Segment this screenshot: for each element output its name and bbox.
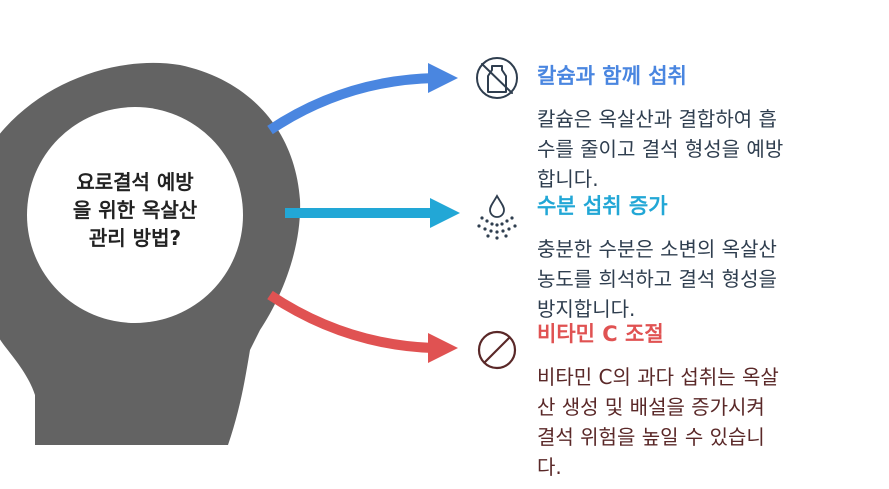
item-title: 칼슘과 함께 섭취 — [537, 64, 687, 88]
desc-line: 농도를 희석하고 결석 형성을 — [537, 267, 777, 291]
arrow-water — [285, 198, 460, 228]
item-calcium: 칼슘과 함께 섭취 칼슘은 옥살산과 결합하여 흡 수를 줄이고 결석 형성을 … — [537, 62, 857, 194]
item-vitamin-c: 비타민 C 조절 비타민 C의 과다 섭취는 옥살 산 생성 및 배설을 증가시… — [537, 320, 857, 482]
desc-line: 합니다. — [537, 167, 599, 191]
item-title: 비타민 C 조절 — [537, 322, 664, 346]
desc-line: 비타민 C의 과다 섭취는 옥살 — [537, 365, 779, 389]
arrow-calcium — [267, 63, 458, 135]
item-water: 수분 섭취 증가 충분한 수분은 소변의 옥살산 농도를 희석하고 결석 형성을… — [537, 192, 857, 324]
water-drop-icon — [477, 194, 517, 240]
desc-line: 충분한 수분은 소변의 옥살산 — [537, 237, 777, 261]
thought-circle — [27, 107, 243, 323]
prohibited-icon — [477, 330, 517, 370]
item-description: 칼슘은 옥살산과 결합하여 흡 수를 줄이고 결석 형성을 예방 합니다. — [537, 104, 857, 194]
desc-line: 칼슘은 옥살산과 결합하여 흡 — [537, 107, 777, 131]
desc-line: 결석 위험을 높일 수 있습니 — [537, 425, 765, 449]
desc-line: 수를 줄이고 결석 형성을 예방 — [537, 137, 784, 161]
arrow-vitamin-c — [267, 290, 458, 363]
desc-line: 산 생성 및 배설을 증가시켜 — [537, 395, 765, 419]
center-line: 을 위한 옥살산 — [72, 198, 198, 222]
item-description: 충분한 수분은 소변의 옥살산 농도를 희석하고 결석 형성을 방지합니다. — [537, 234, 857, 324]
center-line: 관리 방법? — [88, 226, 182, 250]
center-line: 요로결석 예방 — [76, 170, 194, 194]
desc-line: 다. — [537, 455, 562, 479]
item-description: 비타민 C의 과다 섭취는 옥살 산 생성 및 배설을 증가시켜 결석 위험을 … — [537, 362, 857, 482]
desc-line: 방지합니다. — [537, 297, 636, 321]
item-title: 수분 섭취 증가 — [537, 194, 668, 218]
no-milk-bottle-icon — [476, 57, 518, 99]
center-question: 요로결석 예방 을 위한 옥살산 관리 방법? — [40, 168, 230, 252]
